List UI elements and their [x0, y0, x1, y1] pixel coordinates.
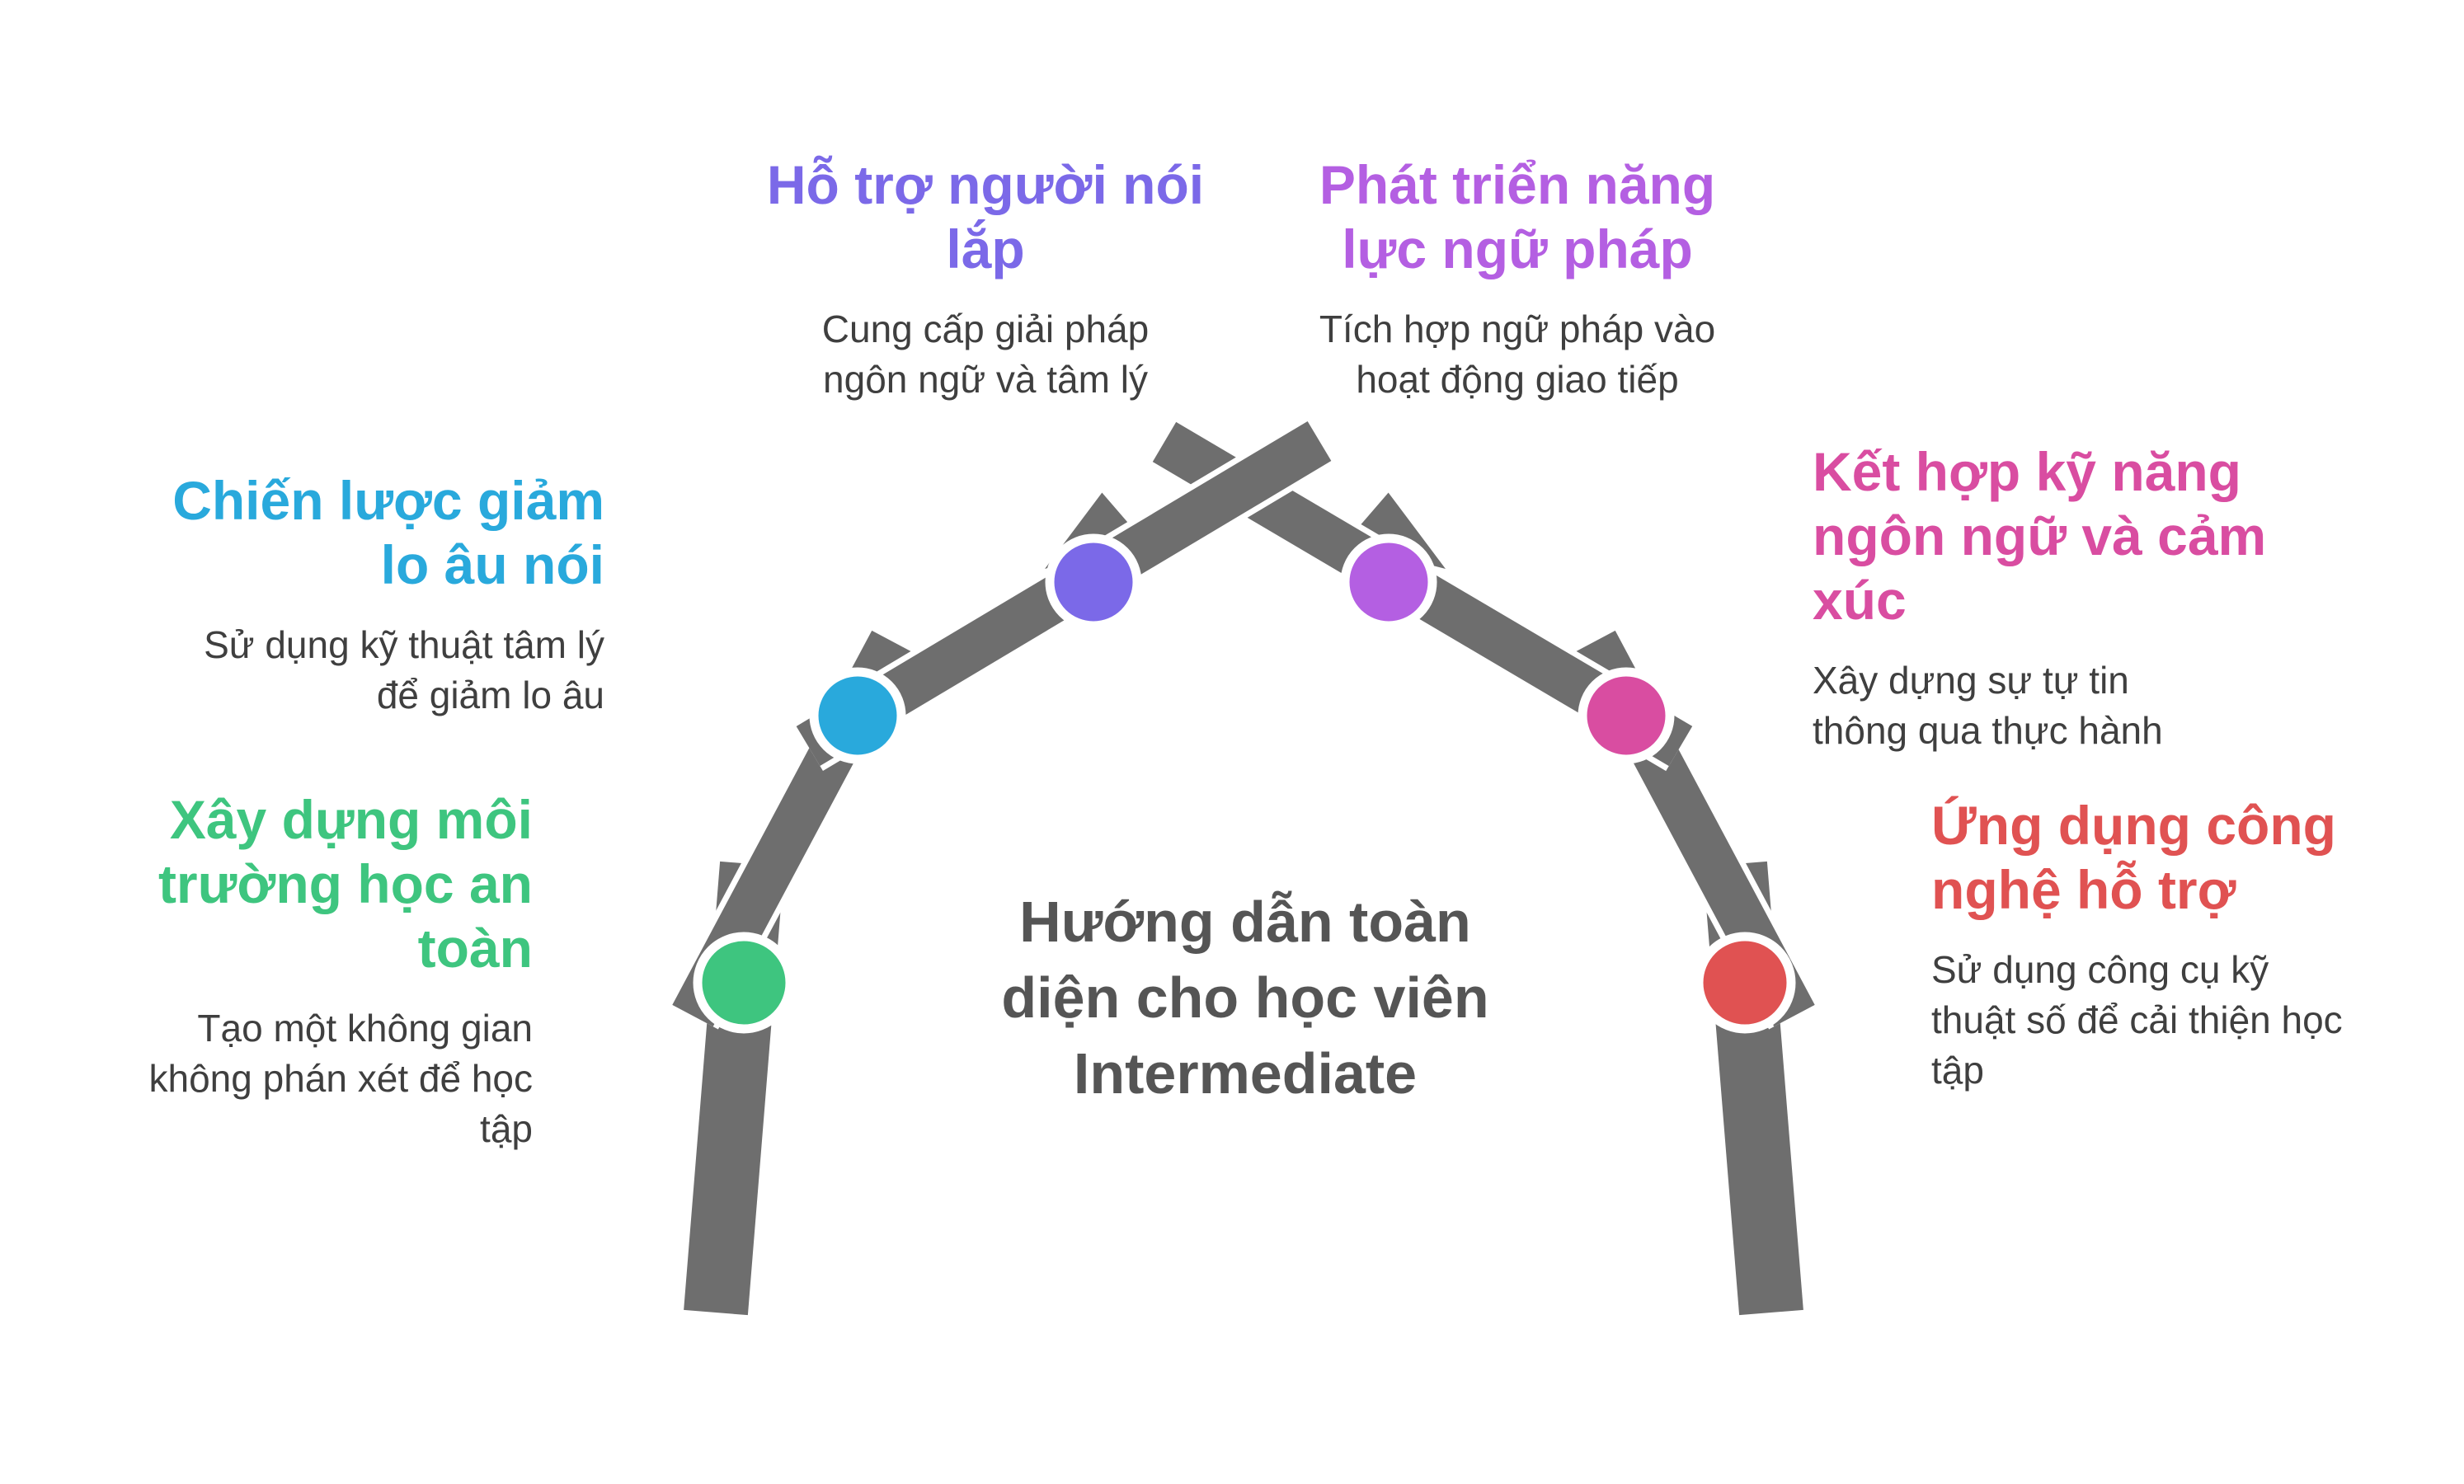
item-heading-grammar-development: Phát triển năng lực ngữ pháp — [1319, 154, 1716, 279]
item-description-safe-environment: Tạo một không gian không phán xét để học… — [148, 1007, 533, 1150]
item-description-anxiety-reduction: Sử dụng kỹ thuật tâm lý để giảm lo âu — [204, 623, 604, 716]
item-heading-assistive-technology: Ứng dụng công nghệ hỗ trợ — [1931, 795, 2336, 920]
node-stutter-support — [1045, 533, 1142, 631]
item-heading-safe-environment: Xây dựng môi trường học an toàn — [158, 789, 533, 979]
node-anxiety-reduction — [809, 667, 906, 764]
node-safe-environment — [693, 932, 795, 1034]
item-safe-environment: Xây dựng môi trường học an toàn Tạo một … — [0, 787, 533, 1154]
item-grammar-development: Phát triển năng lực ngữ pháp Tích hợp ng… — [1204, 153, 1831, 405]
item-description-grammar-development: Tích hợp ngữ pháp vào hoạt động giao tiế… — [1319, 308, 1716, 401]
item-description-language-emotion: Xây dựng sự tự tin thông qua thực hành — [1813, 659, 2163, 752]
item-heading-anxiety-reduction: Chiến lược giảm lo âu nói — [172, 470, 604, 595]
item-anxiety-reduction: Chiến lược giảm lo âu nói Sử dụng kỹ thu… — [68, 468, 604, 721]
item-description-assistive-technology: Sử dụng công cụ kỹ thuật số để cải thiện… — [1931, 948, 2343, 1092]
item-heading-stutter-support: Hỗ trợ người nói lắp — [766, 154, 1205, 279]
node-grammar-development — [1340, 533, 1437, 631]
item-assistive-technology: Ứng dụng công nghệ hỗ trợ Sử dụng công c… — [1931, 793, 2459, 1096]
item-description-stutter-support: Cung cấp giải pháp ngôn ngữ và tâm lý — [821, 308, 1150, 401]
item-stutter-support: Hỗ trợ người nói lắp Cung cấp giải pháp … — [672, 153, 1299, 405]
page-title: Hướng dẫn toàn diện cho học viên Interme… — [1001, 890, 1489, 1106]
item-heading-language-emotion: Kết hợp kỹ năng ngôn ngữ và cảm xúc — [1813, 441, 2267, 631]
node-assistive-technology — [1694, 932, 1796, 1034]
node-language-emotion — [1578, 667, 1675, 764]
item-language-emotion: Kết hợp kỹ năng ngôn ngữ và cảm xúc Xây … — [1813, 439, 2390, 756]
